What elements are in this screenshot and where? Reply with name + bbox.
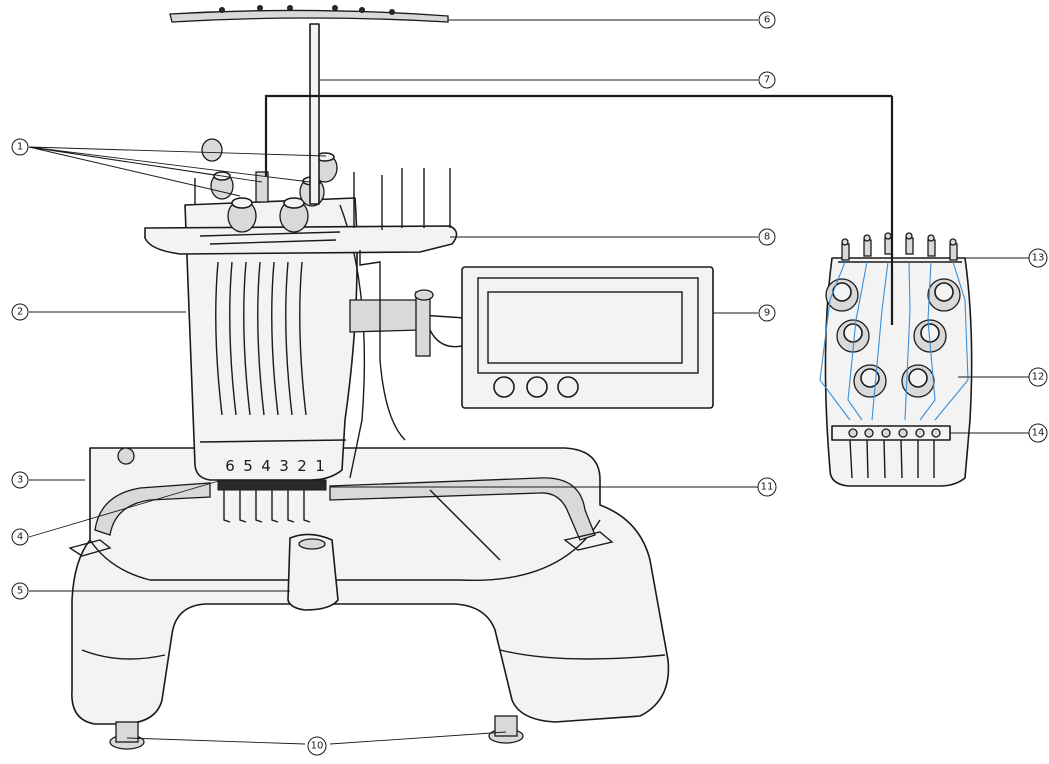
svg-text:7: 7 xyxy=(764,75,770,86)
detail-top-guides xyxy=(838,232,962,263)
tension-knob xyxy=(279,197,309,233)
svg-text:1: 1 xyxy=(17,142,23,153)
needle-number-1: 1 xyxy=(315,457,325,475)
spool-pins xyxy=(194,168,451,230)
tension-knob xyxy=(227,197,257,233)
panel-button[interactable] xyxy=(557,376,579,398)
callout-3: 3 xyxy=(11,471,29,489)
callout-4: 4 xyxy=(11,528,29,546)
needle-number-5: 5 xyxy=(243,457,253,475)
needle-bar-numbers: 6 5 4 3 2 1 xyxy=(225,457,325,475)
svg-text:6: 6 xyxy=(764,15,770,26)
needle-plate-arm xyxy=(287,533,339,611)
tension-knobs xyxy=(201,138,338,233)
svg-text:8: 8 xyxy=(764,232,770,243)
callout-14: 14 xyxy=(1028,423,1048,443)
svg-text:2: 2 xyxy=(17,307,23,318)
svg-text:3: 3 xyxy=(17,475,23,486)
svg-text:5: 5 xyxy=(17,586,23,597)
detail-connector xyxy=(264,94,892,176)
callout-11: 11 xyxy=(757,477,777,497)
callout-13: 13 xyxy=(1028,248,1048,268)
needle-number-6: 6 xyxy=(225,457,235,475)
svg-text:11: 11 xyxy=(761,482,774,493)
callout-9: 9 xyxy=(758,304,776,322)
svg-text:12: 12 xyxy=(1032,372,1045,383)
svg-text:10: 10 xyxy=(311,741,324,752)
panel-button[interactable] xyxy=(526,376,548,398)
machine-base xyxy=(71,447,670,725)
thread-path-detail xyxy=(819,96,973,487)
svg-text:13: 13 xyxy=(1032,253,1045,264)
embroidery-machine: 6 5 4 3 2 1 xyxy=(68,5,714,750)
needle-number-4: 4 xyxy=(261,457,271,475)
needle-number-3: 3 xyxy=(279,457,289,475)
svg-text:4: 4 xyxy=(17,532,23,543)
detail-tension-knobs xyxy=(825,278,961,398)
panel-button[interactable] xyxy=(493,376,515,398)
callout-5: 5 xyxy=(11,582,29,600)
svg-text:9: 9 xyxy=(764,308,770,319)
svg-text:14: 14 xyxy=(1032,428,1045,439)
panel-arm xyxy=(349,299,421,333)
leader-lines xyxy=(28,19,1030,745)
thread-tray xyxy=(144,225,458,255)
callout-2: 2 xyxy=(11,303,29,321)
callout-8: 8 xyxy=(758,228,776,246)
callout-1: 1 xyxy=(11,138,29,156)
presser-feet xyxy=(217,479,327,523)
tension-knob xyxy=(201,138,223,162)
carriage-arm-right xyxy=(329,477,596,541)
needle-number-2: 2 xyxy=(297,457,307,475)
thread-paths xyxy=(819,261,969,421)
callout-12: 12 xyxy=(1028,367,1048,387)
detail-lower-guides xyxy=(831,425,951,479)
callout-10: 10 xyxy=(307,736,327,756)
carriage-arm-left xyxy=(94,482,211,536)
lcd-screen xyxy=(487,291,683,364)
thread-guide-assembly xyxy=(169,5,449,205)
operation-panel xyxy=(461,266,714,409)
thread-guide-bars xyxy=(215,261,307,416)
callout-7: 7 xyxy=(758,71,776,89)
callout-6: 6 xyxy=(758,11,776,29)
